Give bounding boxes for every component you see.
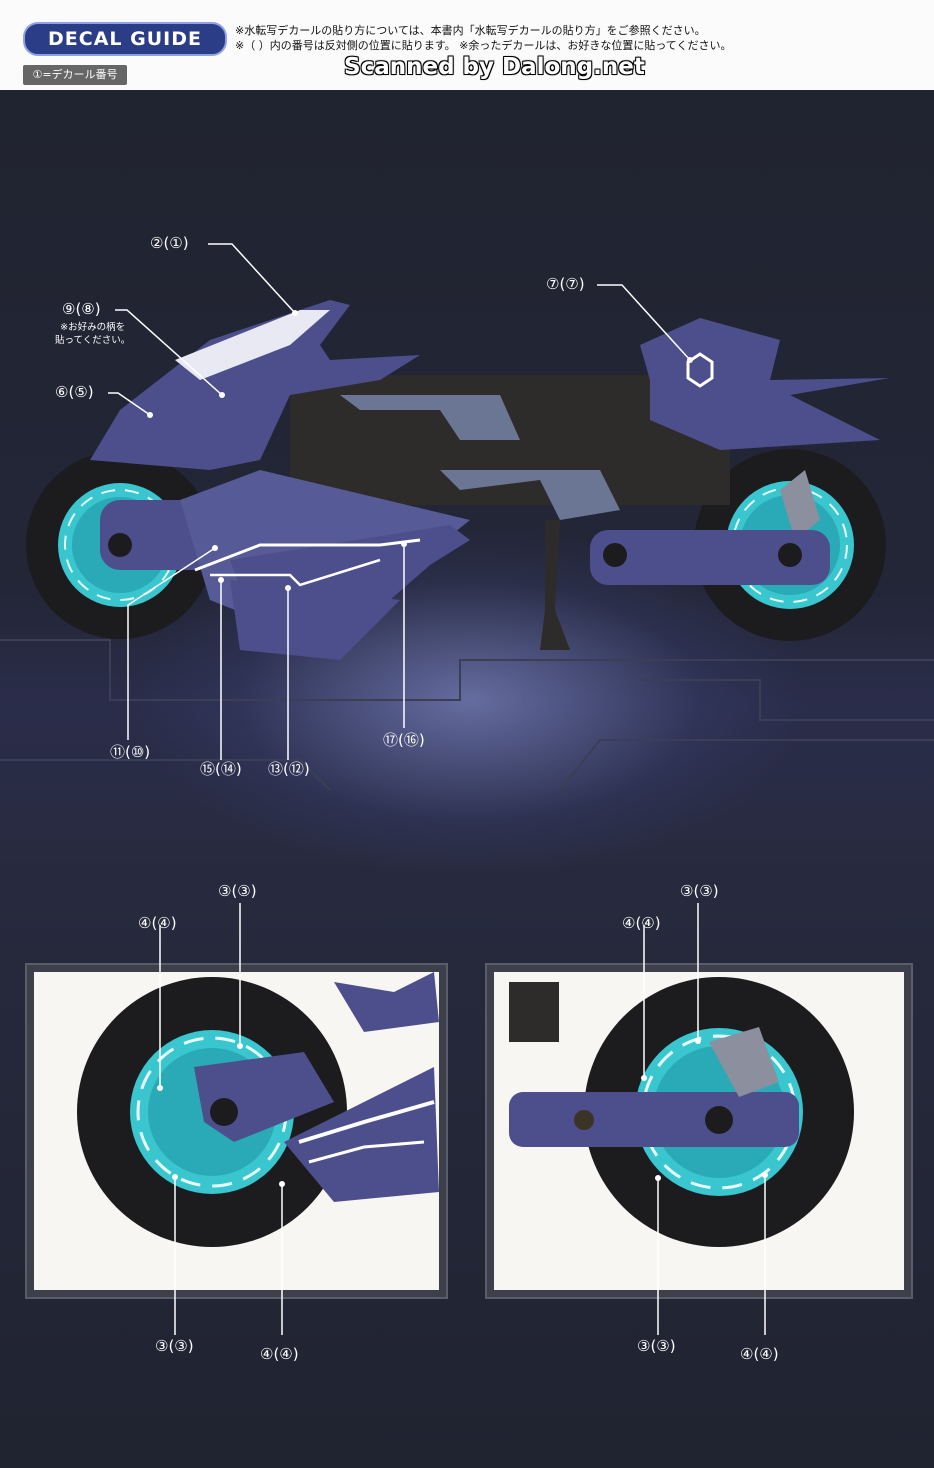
front-wheel-detail-box <box>487 965 911 1297</box>
rear-cowl <box>90 300 420 470</box>
callout-decal-17: ⑰(⑯) <box>383 731 425 749</box>
front-wheel-detail-illustration <box>509 977 854 1247</box>
decal-number-legend: ①=デカール番号 <box>23 65 127 85</box>
instruction-note-2: ※（ ）内の番号は反対側の位置に貼ります。 ※余ったデカールは、お好きな位置に貼… <box>235 39 732 52</box>
instruction-note-1: ※水転写デカールの貼り方については、本書内「水転写デカールの貼り方」をご参照くだ… <box>235 24 706 37</box>
motorcycle-illustration <box>0 300 934 790</box>
front-swing-arm <box>590 530 830 585</box>
callout-decal-7: ⑦(⑦) <box>546 275 585 293</box>
fairing-stripe-decal <box>194 538 421 572</box>
callout-decal-2: ②(①) <box>150 234 189 252</box>
scanner-watermark: Scanned by Dalong.net <box>344 54 645 80</box>
callout-decal-15: ⑮(⑭) <box>200 760 242 778</box>
callout-decal-13: ⑬(⑫) <box>268 760 310 778</box>
front-detail-callout-3-bottom: ③(③) <box>637 1337 676 1355</box>
rear-detail-callout-3-bottom: ③(③) <box>155 1337 194 1355</box>
rear-wheel-detail-illustration <box>77 972 439 1247</box>
rear-detail-callout-4-bottom: ④(④) <box>260 1345 299 1363</box>
background-panel-lines <box>0 639 934 790</box>
callout-decal-9: ⑨(⑧) <box>62 300 101 318</box>
callout-decal-6: ⑥(⑤) <box>55 383 94 401</box>
front-nose <box>640 318 890 450</box>
rear-detail-callout-3-top: ③(③) <box>218 882 257 900</box>
callout-decal-11: ⑪(⑩) <box>110 743 151 761</box>
callout-decal-9-note: ※お好みの柄を 貼ってください。 <box>55 322 131 346</box>
hex-emblem-decal <box>686 352 714 388</box>
front-detail-callout-3-top: ③(③) <box>680 882 719 900</box>
front-detail-callout-4-bottom: ④(④) <box>740 1345 779 1363</box>
rear-wheel-detail-box <box>27 965 446 1297</box>
front-detail-callout-4-top: ④(④) <box>622 914 661 932</box>
decal-guide-title: DECAL GUIDE <box>23 22 227 56</box>
rear-detail-callout-4-top: ④(④) <box>138 914 177 932</box>
